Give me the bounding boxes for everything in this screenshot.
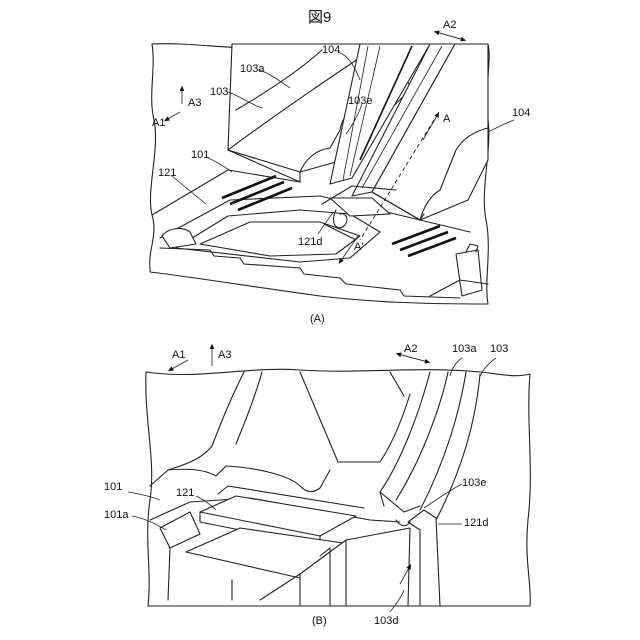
label-104-right: 104 [512,107,530,119]
arrow-a1 [166,112,180,120]
label-b-103a: 103a [452,343,477,355]
label-section-a-prime: A' [354,241,363,253]
label-b-121: 121 [176,487,194,499]
label-a1: A1 [152,117,165,129]
label-b-101a: 101a [104,509,129,521]
label-104-top: 104 [322,44,340,56]
label-b-a1: A1 [172,349,185,361]
label-a2: A2 [443,19,456,31]
label-103: 103 [210,86,228,98]
label-101: 101 [191,149,209,161]
label-b-121d: 121d [464,517,488,529]
label-121d: 121d [298,236,322,248]
label-103e: 103e [348,95,372,107]
label-b-101: 101 [104,481,122,493]
label-b-103d: 103d [374,615,398,627]
label-103a: 103a [240,63,265,75]
label-b-103e: 103e [462,477,486,489]
panel-b-direction-arrows [170,346,428,370]
figure-title: 図9 [308,9,331,26]
label-section-a: A [443,113,451,125]
label-121: 121 [158,167,176,179]
label-b-103: 103 [490,343,508,355]
panel-a-drawing [150,44,489,304]
arrow-b-a1 [170,360,188,370]
arrow-b-a2-left [398,354,428,362]
label-b-a3: A3 [218,349,231,361]
caption-a: (A) [310,313,325,325]
caption-b: (B) [312,615,327,627]
label-a3: A3 [188,97,201,109]
label-b-a2: A2 [404,343,417,355]
arrow-a2-left [436,32,464,40]
